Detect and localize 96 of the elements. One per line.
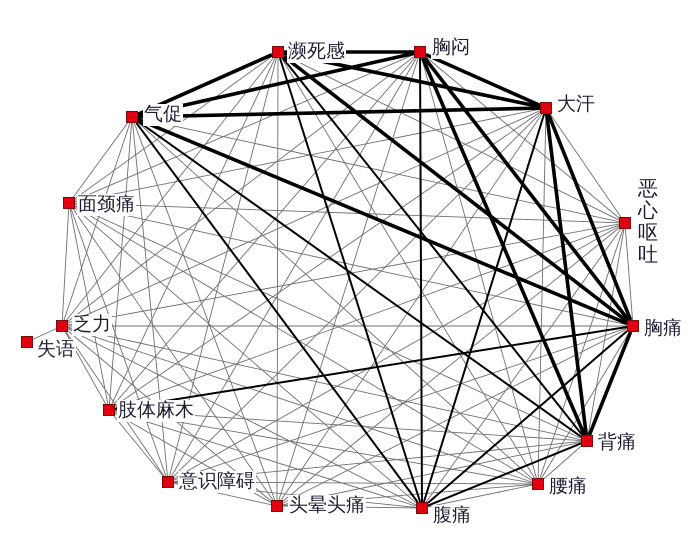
connector-line [70, 208, 166, 476]
connector-line [113, 416, 164, 476]
node-label: 胸闷 [431, 37, 471, 59]
node-marker [416, 502, 428, 514]
connector-line [109, 122, 132, 404]
connector-line [422, 114, 546, 502]
connector-line [282, 55, 628, 323]
node-marker [271, 500, 283, 512]
node-label: 面颈痛 [77, 194, 136, 216]
connector-line [546, 113, 632, 321]
connector-line [114, 326, 628, 410]
node-label: 肢体麻木 [117, 400, 195, 422]
connector-line [282, 328, 628, 504]
node-label: 胸痛 [643, 318, 683, 340]
connector-line [68, 326, 582, 440]
connector-line [588, 331, 632, 436]
connector-line [137, 53, 273, 116]
connector-line [114, 411, 416, 507]
connector-line [72, 208, 274, 500]
node-marker [162, 476, 174, 488]
connector-line [174, 226, 620, 480]
node-label: 乏力 [72, 314, 112, 336]
connector-line [137, 118, 628, 326]
connector-line [425, 53, 541, 107]
node-label: 意识障碍 [178, 471, 256, 493]
node-marker [126, 111, 138, 123]
connector-line [68, 110, 540, 324]
connector-line [427, 330, 628, 504]
connector-line [74, 204, 628, 326]
node-marker [540, 102, 552, 114]
connector-line [114, 224, 620, 408]
connector-line [284, 54, 620, 220]
connector-line [428, 484, 532, 508]
connector-line [132, 122, 168, 476]
node-label: 背痛 [597, 432, 637, 454]
connector-line [282, 57, 584, 436]
connector-line [421, 58, 537, 478]
connector-line [174, 328, 628, 480]
connector-line [72, 122, 128, 198]
connector-line [428, 442, 582, 506]
connector-line [625, 228, 633, 320]
connector-line [281, 58, 535, 478]
node-marker [581, 435, 593, 447]
connector-line [419, 58, 423, 502]
connector-line [588, 228, 624, 436]
connector-line [423, 56, 630, 322]
connector-line [32, 328, 56, 340]
connector-line [62, 208, 70, 320]
node-marker [272, 46, 284, 58]
node-label: 濒死感 [287, 41, 346, 63]
connector-line [138, 118, 620, 222]
connector-line [426, 228, 622, 502]
node-marker [63, 197, 75, 209]
connector-line [550, 114, 622, 218]
node-marker [627, 320, 639, 332]
connector-line [64, 122, 130, 320]
node-label: 恶心呕吐 [637, 178, 659, 266]
connector-line [426, 56, 620, 218]
connector-line [74, 206, 532, 481]
connector-line [114, 58, 416, 404]
connector-line [114, 112, 540, 406]
connector-line [66, 58, 274, 320]
node-marker [56, 320, 68, 332]
node-label: 腰痛 [548, 476, 588, 498]
connector-line [134, 122, 276, 500]
node-label: 气促 [143, 104, 183, 126]
connector-line [74, 54, 414, 201]
connector-line [282, 227, 620, 502]
connector-line [544, 446, 582, 480]
connector-line [169, 58, 277, 476]
connector-line [171, 58, 417, 476]
connector-line [138, 106, 540, 119]
connector-line [136, 122, 418, 503]
connector-line [68, 328, 416, 506]
connector-line [137, 120, 582, 438]
connector-line [74, 208, 416, 504]
node-label: 失语 [36, 339, 76, 361]
node-marker [103, 404, 115, 416]
connector-line [74, 56, 272, 200]
connector-line [420, 57, 586, 436]
node-marker [619, 217, 631, 229]
connector-line [68, 328, 532, 482]
connector-line [74, 205, 582, 439]
node-marker [532, 478, 544, 490]
connector-line [280, 114, 542, 500]
connector-line [544, 114, 588, 436]
connector-line [540, 228, 624, 478]
connector-line [68, 56, 414, 322]
node-label: 腹痛 [432, 505, 472, 527]
connector-line [276, 58, 278, 500]
connector-line [68, 224, 620, 326]
node-marker [21, 336, 33, 348]
connector-line [541, 332, 630, 478]
connector-line [70, 208, 108, 404]
connector-line [111, 58, 276, 404]
node-marker [414, 46, 426, 58]
